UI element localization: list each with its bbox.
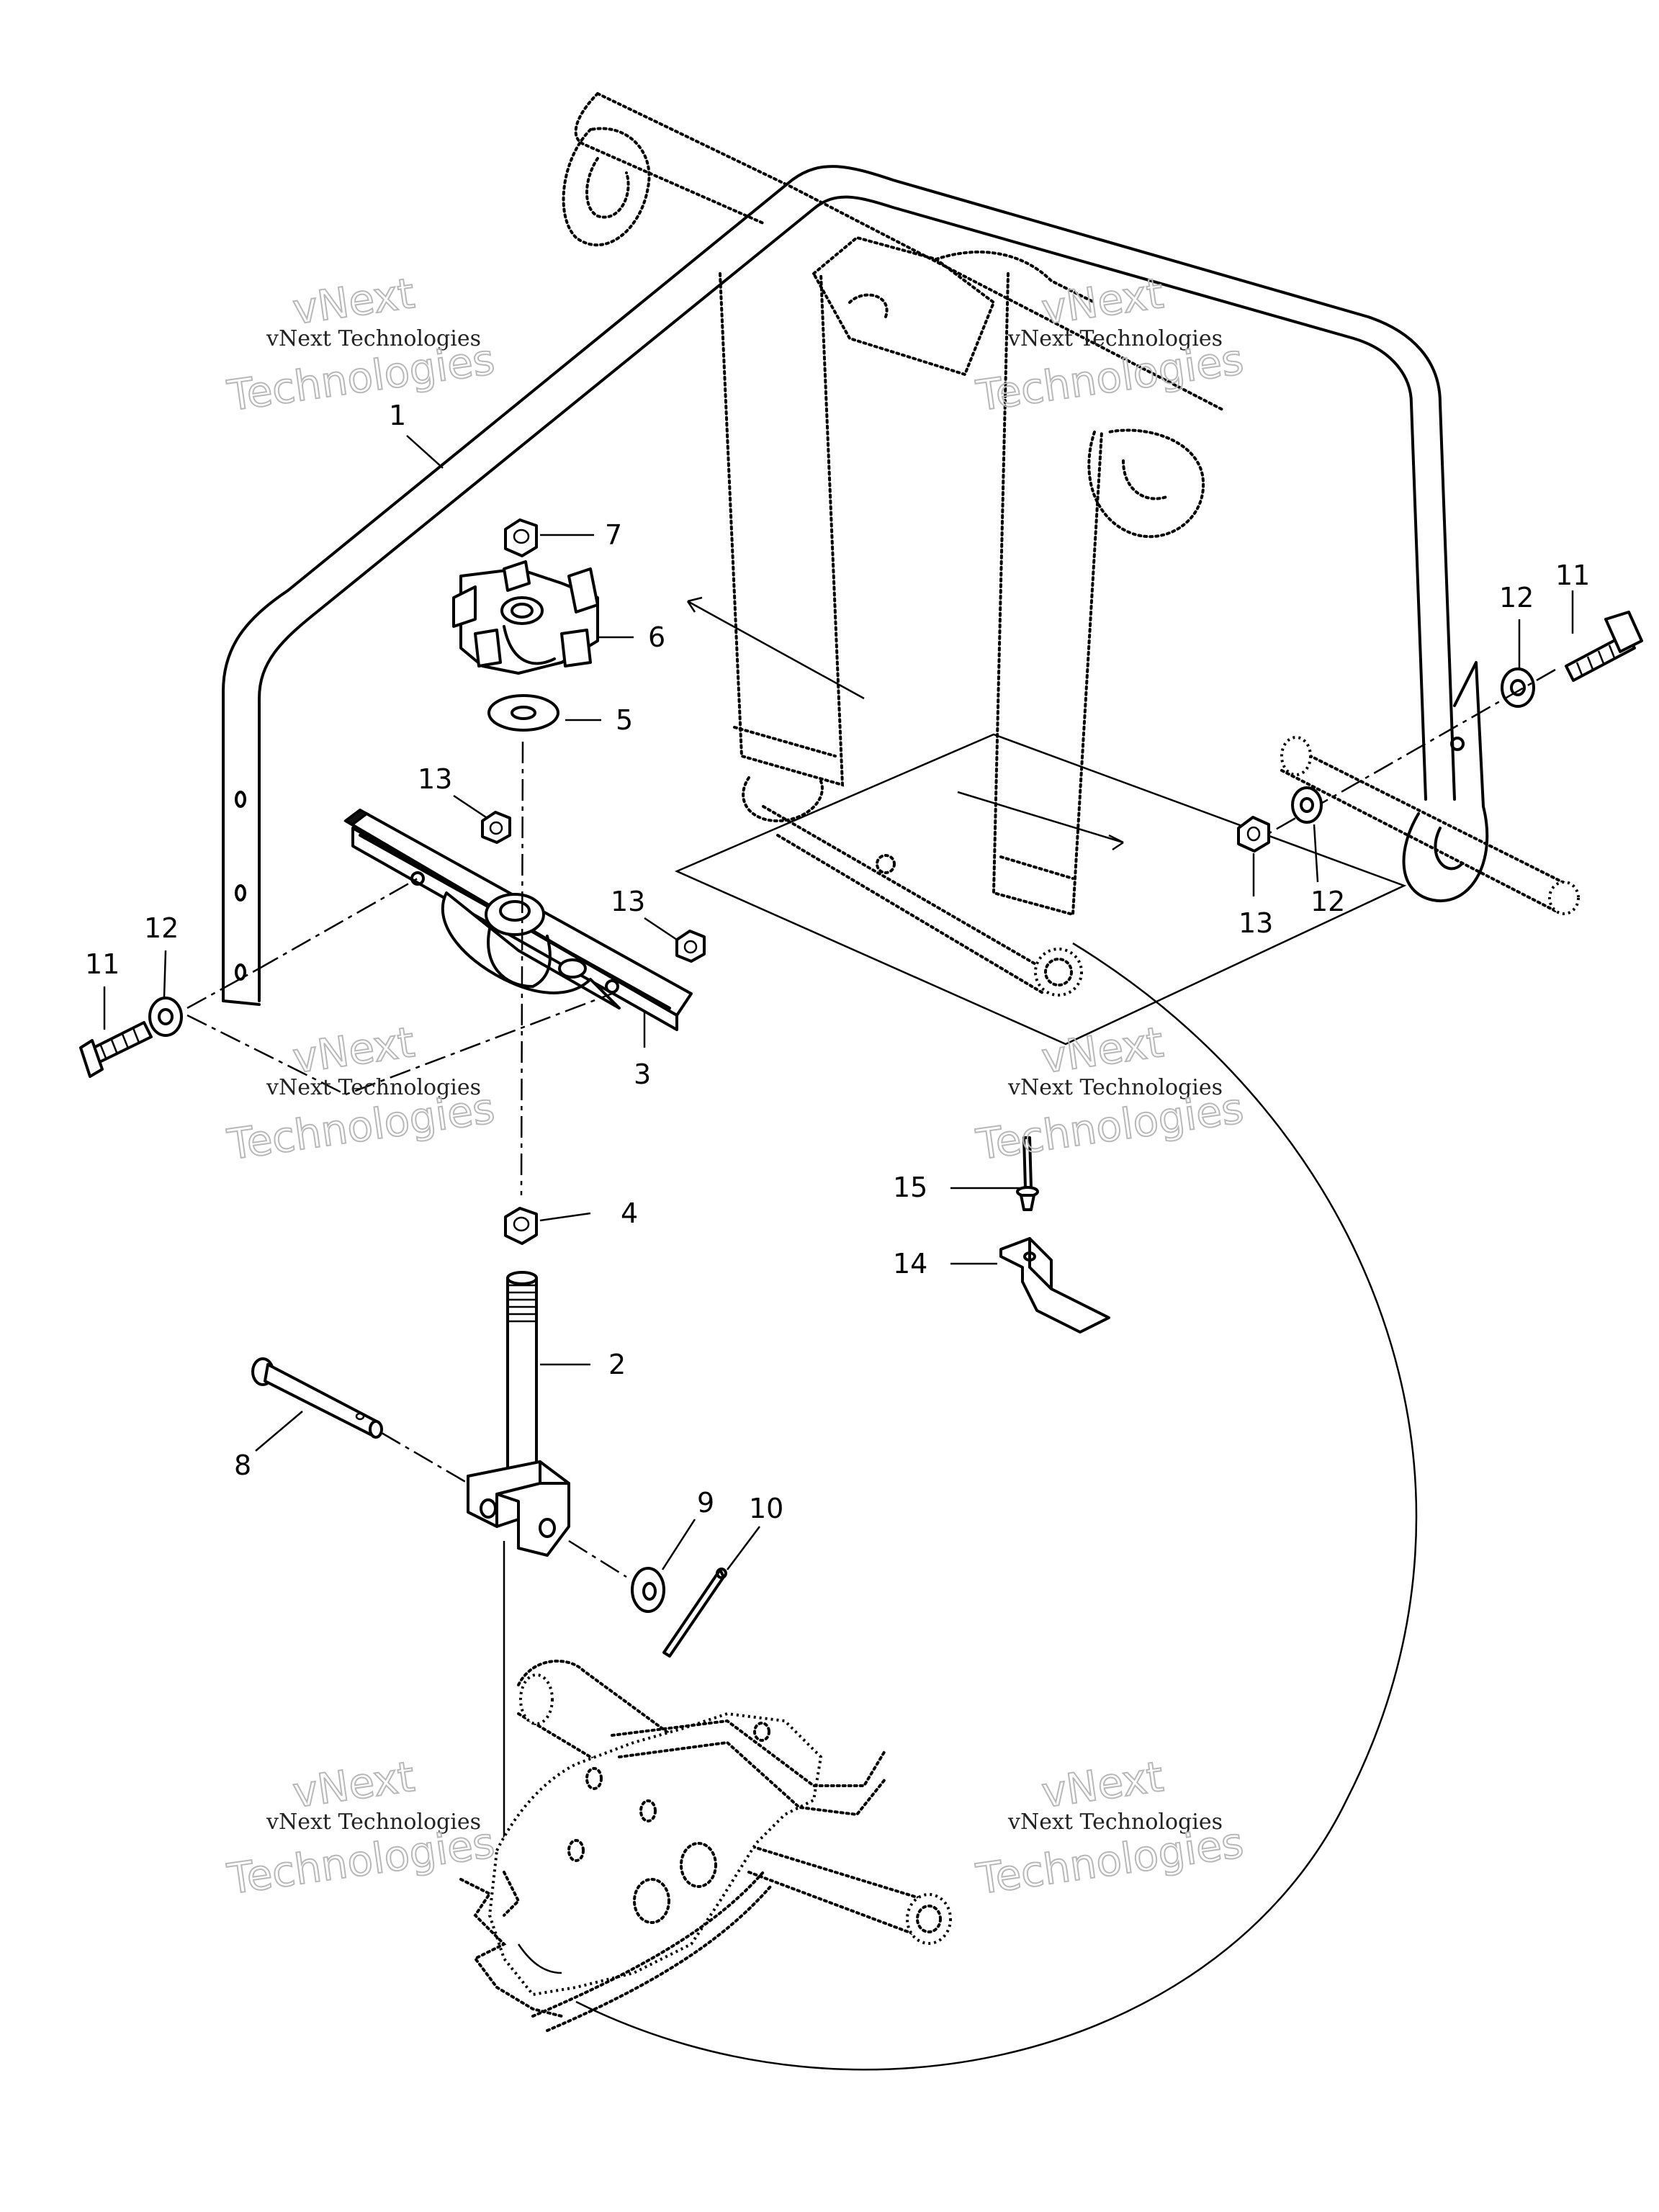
callout-13-upper: 13 <box>418 763 452 795</box>
callout-8: 8 <box>234 1449 251 1481</box>
watermark-bottom-right: vNext vNext Technologies Technologies <box>972 1751 1246 1905</box>
watermarks: vNext vNext Technologies Technologies vN… <box>223 268 1246 1905</box>
part-3-pivot-plate <box>343 809 693 1031</box>
callout-5: 5 <box>616 704 633 736</box>
callout-14: 14 <box>893 1248 927 1280</box>
floor-plane <box>674 733 1407 1046</box>
washer-9 <box>631 1567 665 1613</box>
svg-text:vNext: vNext <box>289 1752 417 1817</box>
callout-7: 7 <box>605 519 622 551</box>
nut-13-right <box>1237 816 1270 853</box>
callout-labels: 1 2 3 4 5 6 7 8 9 10 11 11 12 12 12 13 1… <box>85 400 1590 1524</box>
callout-13-middle: 13 <box>611 886 645 917</box>
svg-text:vNext Technologies: vNext Technologies <box>1007 326 1223 351</box>
callout-6: 6 <box>648 621 665 653</box>
part-2-yoke-rod <box>467 1271 570 1557</box>
part-8-clevis-pin <box>251 1357 383 1439</box>
washer-12-right-low <box>1291 786 1323 824</box>
callout-9: 9 <box>697 1487 714 1519</box>
callout-11-left: 11 <box>85 948 120 980</box>
watermark-mid-right: vNext vNext Technologies Technologies <box>972 1017 1246 1170</box>
nut-13-left-upper <box>481 811 511 844</box>
watermark-top-left: vNext vNext Technologies Technologies <box>223 268 498 421</box>
lower-mower-bracket <box>459 1659 952 2032</box>
washer-5 <box>487 694 559 732</box>
ghost-frame-assembly <box>562 92 1226 997</box>
svg-text:vNext: vNext <box>289 269 417 334</box>
cotter-pin-10 <box>662 1568 727 1658</box>
bolt-11-left <box>79 1021 153 1078</box>
callout-4: 4 <box>621 1197 638 1229</box>
svg-text:vNext Technologies: vNext Technologies <box>266 326 481 351</box>
svg-text:vNext Technologies: vNext Technologies <box>1007 1075 1223 1100</box>
callout-1: 1 <box>389 400 406 431</box>
watermark-bottom-left: vNext vNext Technologies Technologies <box>223 1751 498 1905</box>
right-dashed-pipe <box>1280 736 1580 915</box>
callout-12-right-top: 12 <box>1499 582 1534 613</box>
part-15-screw <box>1016 1136 1039 1211</box>
callout-12-left: 12 <box>144 912 179 944</box>
callout-15: 15 <box>893 1172 927 1203</box>
nut-7 <box>504 518 538 557</box>
left-bolt-axis <box>186 967 260 1010</box>
connector-arc <box>575 942 1418 2071</box>
svg-text:vNext Technologies: vNext Technologies <box>266 1809 481 1835</box>
leader-lines <box>103 435 1574 1570</box>
direction-arrows <box>686 596 1124 851</box>
nut-13-left-lower <box>675 930 706 963</box>
watermark-top-right: vNext vNext Technologies Technologies <box>972 268 1246 421</box>
callout-11-right: 11 <box>1555 559 1590 591</box>
nut-4 <box>504 1207 538 1245</box>
svg-text:vNext: vNext <box>1038 1017 1166 1083</box>
callout-2: 2 <box>608 1349 626 1380</box>
watermark-mid-left: vNext vNext Technologies Technologies <box>223 1017 498 1170</box>
plate-axis-upper <box>258 877 418 970</box>
svg-text:vNext: vNext <box>1038 269 1166 334</box>
part-1-u-frame <box>222 165 1456 1006</box>
svg-text:vNext: vNext <box>289 1017 417 1083</box>
bolt-11-right <box>1565 611 1643 682</box>
plate-axis-lower <box>186 992 613 1096</box>
svg-text:vNext Technologies: vNext Technologies <box>266 1075 481 1100</box>
callout-10: 10 <box>749 1493 783 1524</box>
callout-13-right: 13 <box>1238 907 1273 939</box>
part-6-spring-retainer <box>452 560 599 675</box>
right-leg-clamp <box>1402 661 1489 903</box>
svg-text:vNext: vNext <box>1038 1752 1166 1817</box>
vertical-axis <box>520 741 524 1196</box>
pin-axis-out <box>568 1539 627 1578</box>
pin-axis <box>381 1431 469 1485</box>
callout-12-right-low: 12 <box>1310 886 1345 917</box>
washer-12-left <box>148 997 183 1037</box>
svg-text:vNext Technologies: vNext Technologies <box>1007 1809 1223 1835</box>
part-14-bracket <box>999 1237 1110 1334</box>
washer-12-right-top <box>1501 667 1535 708</box>
callout-3: 3 <box>634 1058 651 1090</box>
